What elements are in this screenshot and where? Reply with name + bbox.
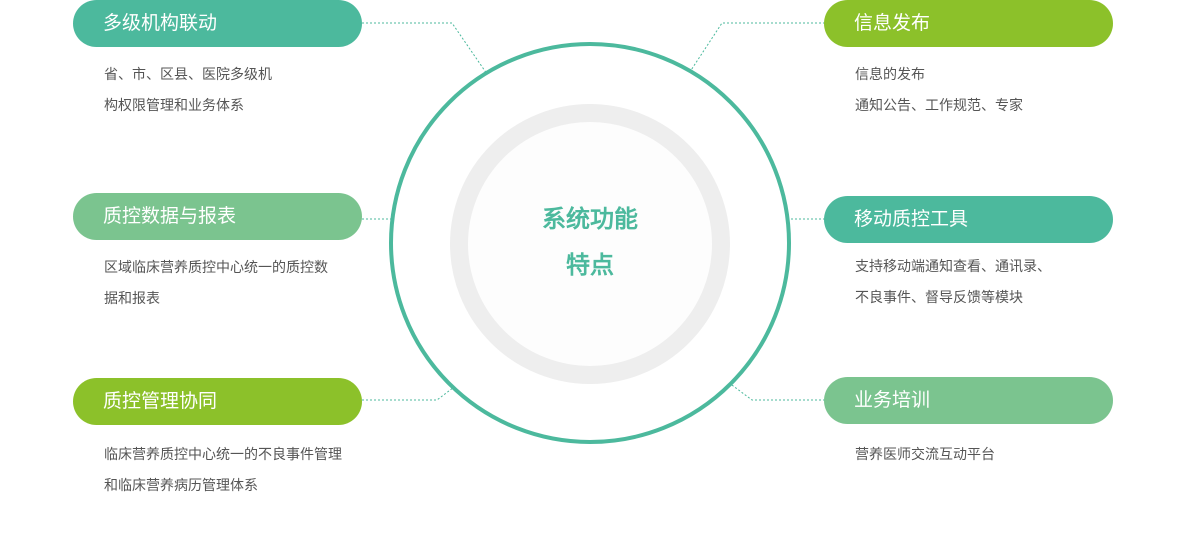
center-title: 系统功能 特点 [491, 196, 689, 288]
desc-line: 区域临床营养质控中心统一的质控数 [104, 260, 328, 276]
feature-qc-data-reports-desc: 区域临床营养质控中心统一的质控数 据和报表 [104, 253, 328, 315]
desc-line: 信息的发布 [855, 67, 925, 83]
connector-line [362, 355, 496, 401]
feature-qc-collaboration-desc: 临床营养质控中心统一的不良事件管理 和临床营养病历管理体系 [104, 440, 342, 502]
feature-qc-data-reports: 质控数据与报表 [73, 193, 362, 240]
connector-line [692, 355, 825, 401]
feature-mobile-qc-tools: 移动质控工具 [824, 196, 1113, 243]
feature-multi-level-linkage-desc: 省、市、区县、医院多级机 构权限管理和业务体系 [104, 60, 272, 122]
feature-mobile-qc-tools-desc: 支持移动端通知查看、通讯录、 不良事件、督导反馈等模块 [855, 252, 1051, 314]
desc-line: 据和报表 [104, 291, 160, 307]
desc-line: 支持移动端通知查看、通讯录、 [855, 259, 1051, 275]
desc-line: 营养医师交流互动平台 [855, 447, 995, 463]
desc-line: 通知公告、工作规范、专家 [855, 98, 1023, 114]
desc-line: 构权限管理和业务体系 [104, 98, 244, 114]
feature-business-training-desc: 营养医师交流互动平台 [855, 440, 995, 471]
feature-info-publishing: 信息发布 [824, 0, 1113, 47]
feature-info-publishing-desc: 信息的发布 通知公告、工作规范、专家 [855, 60, 1023, 122]
desc-line: 和临床营养病历管理体系 [104, 478, 258, 494]
desc-line: 省、市、区县、医院多级机 [104, 67, 272, 83]
feature-qc-collaboration: 质控管理协同 [73, 378, 362, 425]
connector-line [362, 22, 521, 123]
center-title-line1: 系统功能 [542, 205, 638, 233]
center-title-line2: 特点 [566, 251, 614, 279]
desc-line: 临床营养质控中心统一的不良事件管理 [104, 447, 342, 463]
feature-multi-level-linkage: 多级机构联动 [73, 0, 362, 47]
feature-business-training: 业务培训 [824, 377, 1113, 424]
desc-line: 不良事件、督导反馈等模块 [855, 290, 1023, 306]
